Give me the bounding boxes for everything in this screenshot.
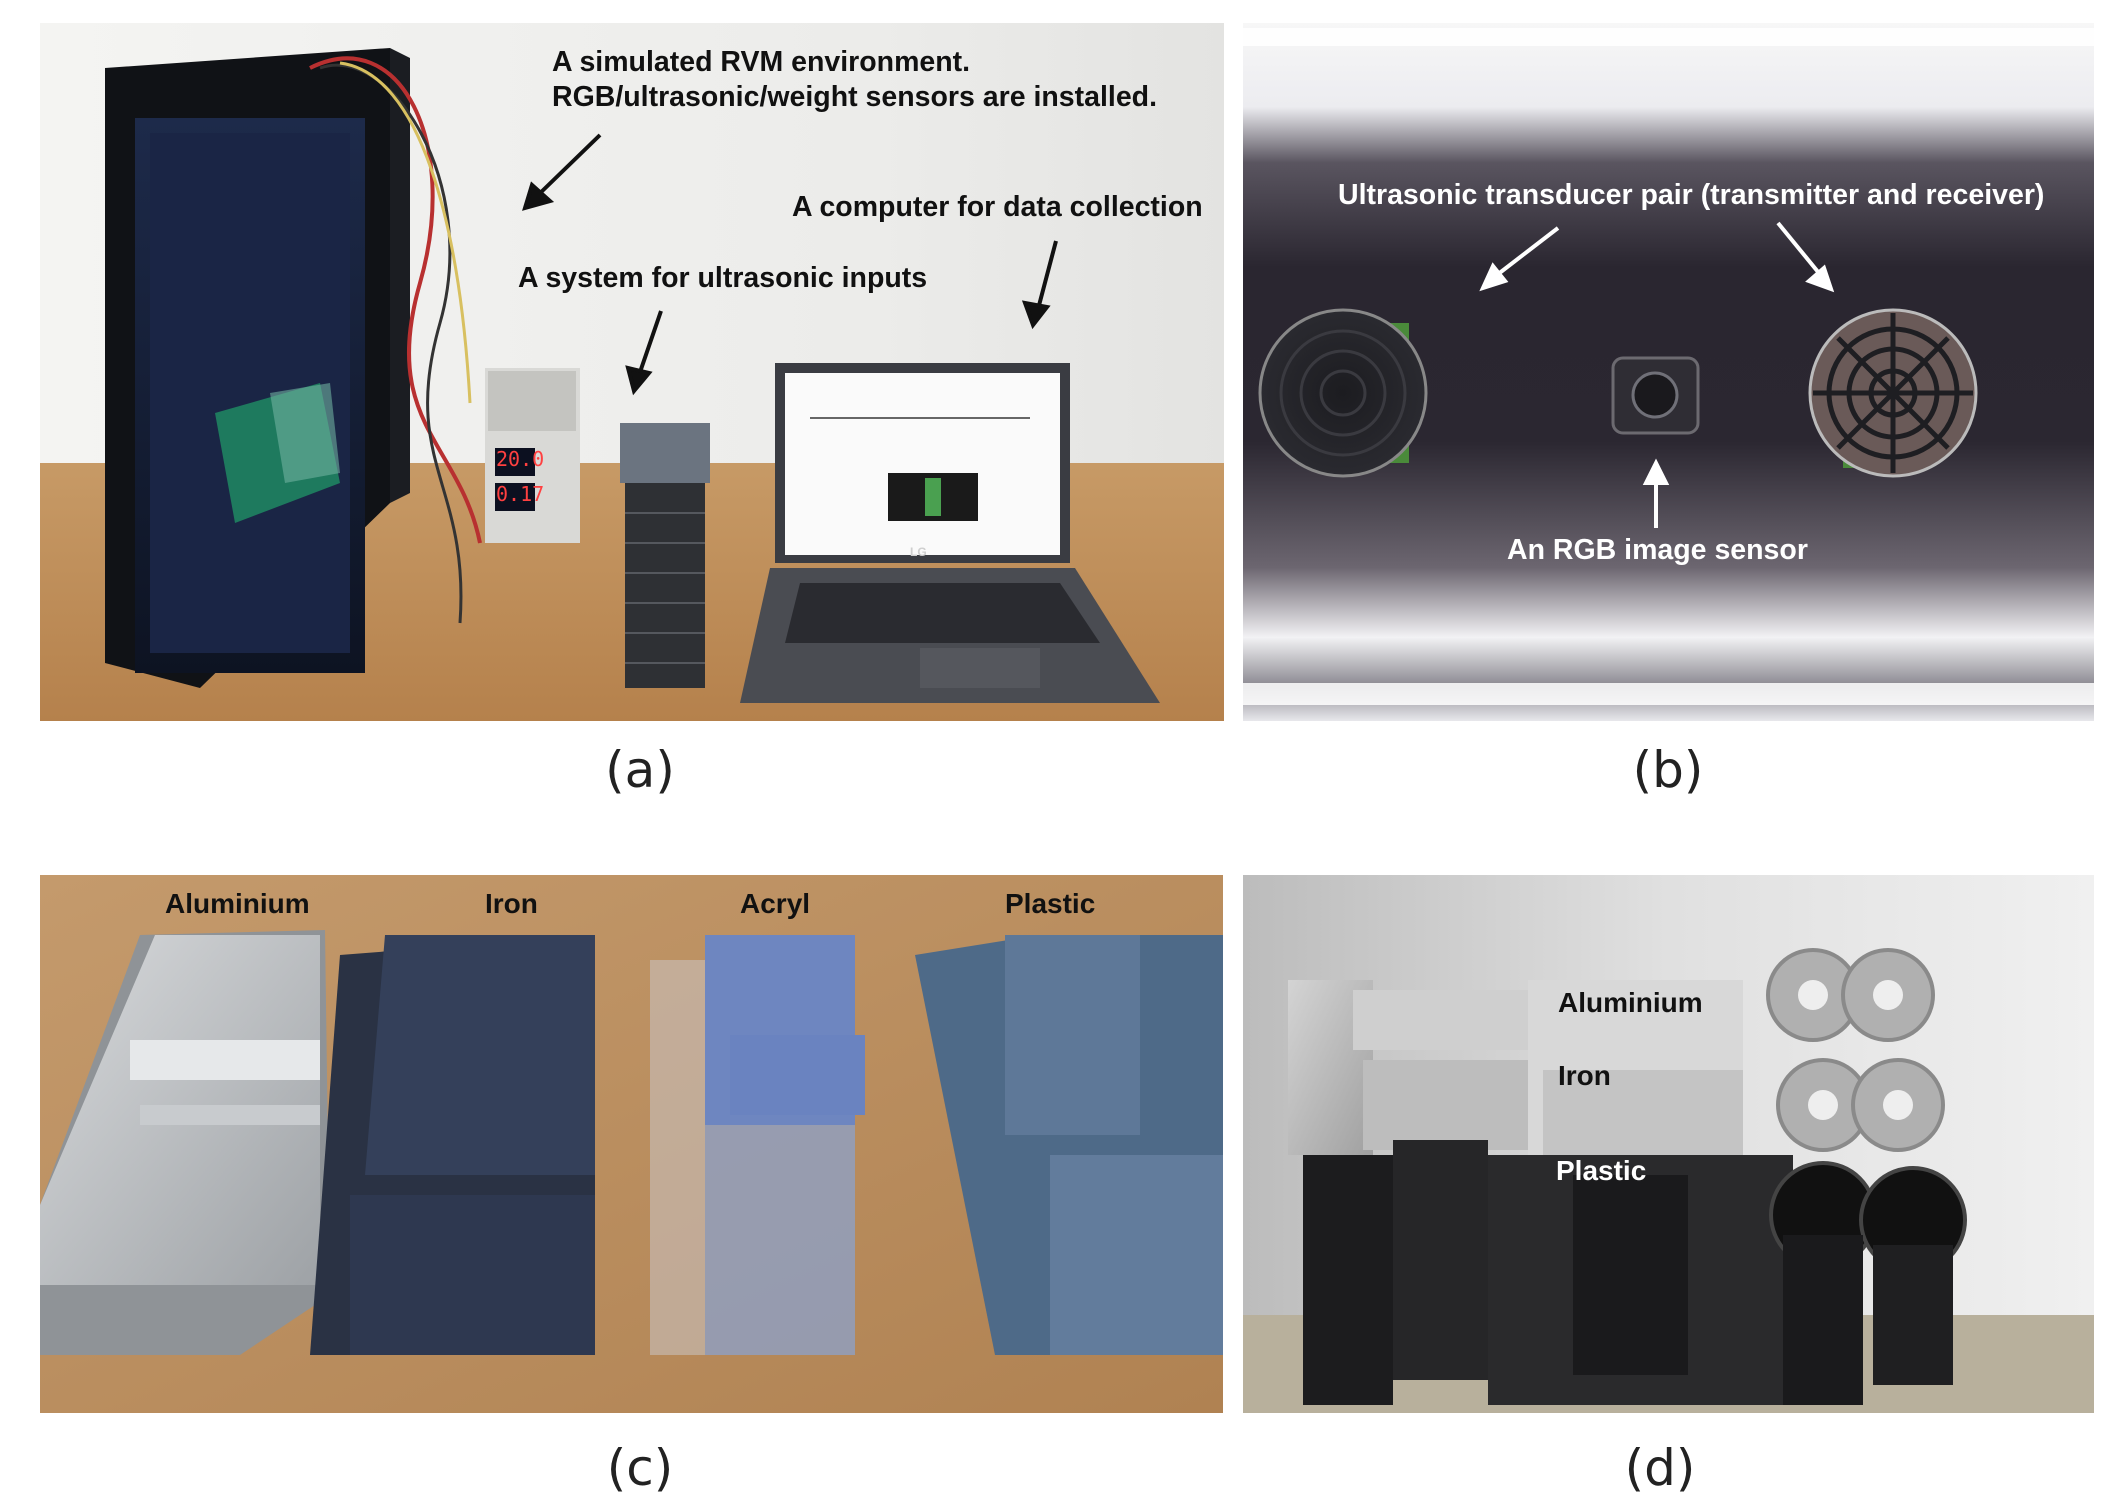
material-plates-photo <box>40 875 1223 1413</box>
photo-panel-c: Aluminium Iron Acryl Plastic <box>40 875 1223 1413</box>
rvm-label-line2: RGB/ultrasonic/weight sensors are instal… <box>552 81 1157 113</box>
transducer-pair-label: Ultrasonic transducer pair (transmitter … <box>1338 179 2045 211</box>
computer-label: A computer for data collection <box>792 191 1203 223</box>
label-acryl: Acryl <box>740 888 811 919</box>
label-plastic-blocks: Plastic <box>1556 1155 1647 1186</box>
rgb-sensor-label: An RGB image sensor <box>1507 534 1808 566</box>
label-aluminium-blocks: Aluminium <box>1558 987 1703 1018</box>
caption-a: (a) <box>605 741 675 799</box>
rvm-label-line1: A simulated RVM environment. <box>552 46 971 78</box>
psu-current-readout: 0.17 <box>496 482 545 506</box>
photo-panel-a: A simulated RVM environment. RGB/ultraso… <box>40 23 1224 721</box>
psu-voltage-readout: 20.0 <box>496 447 545 471</box>
photo-panel-b: Ultrasonic transducer pair (transmitter … <box>1243 23 2094 721</box>
label-iron: Iron <box>485 888 538 919</box>
label-plastic: Plastic <box>1005 888 1096 919</box>
ultrasonic-system-label: A system for ultrasonic inputs <box>518 262 928 294</box>
material-blocks-photo <box>1243 875 2094 1413</box>
caption-c: (c) <box>606 1439 674 1497</box>
caption-d: (d) <box>1624 1439 1696 1497</box>
sensor-closeup-photo <box>1243 23 2094 721</box>
caption-b: (b) <box>1632 741 1704 799</box>
rvm-environment-label: A simulated RVM environment. RGB/ultraso… <box>552 45 1157 115</box>
label-aluminium: Aluminium <box>165 888 310 919</box>
rvm-setup-photo <box>40 23 1224 721</box>
laptop-brand-logo: LG <box>910 545 927 559</box>
photo-panel-d: Aluminium Iron Plastic <box>1243 875 2094 1413</box>
label-iron-blocks: Iron <box>1558 1060 1611 1091</box>
